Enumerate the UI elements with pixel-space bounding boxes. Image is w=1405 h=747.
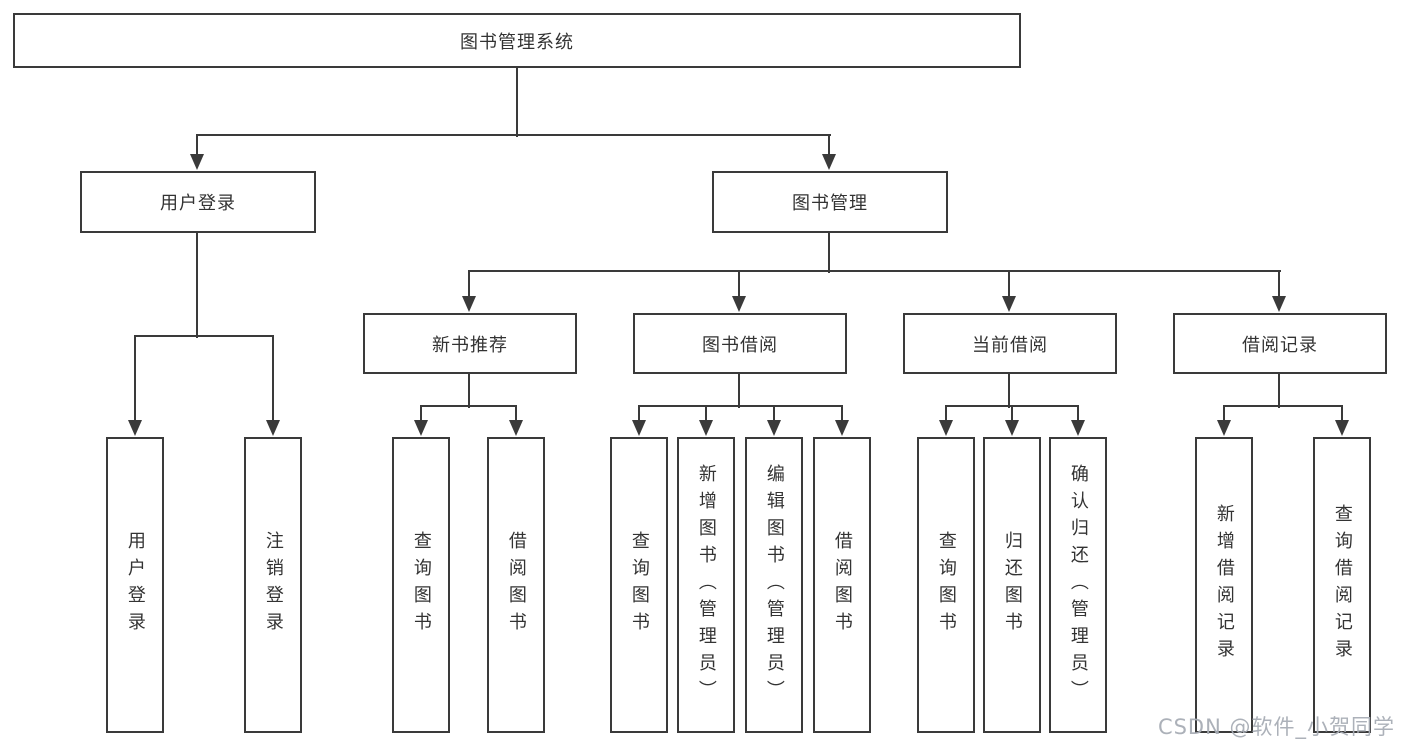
connector-rail-line [134, 335, 274, 337]
leaf-current-query: 查询图书 [917, 437, 975, 733]
node-book-management-label: 图书管理 [792, 193, 868, 214]
connector-stem-line [196, 233, 198, 338]
leaf-newbooks-query-label: 查询图书 [410, 531, 432, 639]
connector-drop-line [196, 134, 198, 155]
node-root-label: 图书管理系统 [460, 31, 574, 53]
arrowhead-down-icon [1272, 296, 1286, 312]
connector-drop-line [272, 335, 274, 421]
leaf-newbooks-query: 查询图书 [392, 437, 450, 733]
connector-drop-line [841, 405, 843, 421]
node-book-borrowing-label: 图书借阅 [702, 334, 778, 356]
arrowhead-down-icon [1335, 420, 1349, 436]
connector-drop-line [828, 134, 830, 155]
node-borrow-records-label: 借阅记录 [1242, 334, 1318, 356]
connector-drop-line [420, 405, 422, 421]
node-new-books-label: 新书推荐 [432, 334, 508, 356]
leaf-borrowing-add-admin: 新增图书（管理员） [677, 437, 735, 733]
leaf-current-return: 归还图书 [983, 437, 1041, 733]
connector-stem-line [468, 374, 470, 408]
leaf-borrowing-borrow: 借阅图书 [813, 437, 871, 733]
leaf-records-add: 新增借阅记录 [1195, 437, 1253, 733]
connector-drop-line [468, 270, 470, 297]
leaf-current-confirm-admin: 确认归还（管理员） [1049, 437, 1107, 733]
leaf-borrowing-edit-admin: 编辑图书（管理员） [745, 437, 803, 733]
connector-drop-line [1341, 405, 1343, 421]
connector-drop-line [515, 405, 517, 421]
connector-stem-line [738, 374, 740, 408]
connector-stem-line [1008, 374, 1010, 408]
leaf-records-query-label: 查询借阅记录 [1331, 504, 1353, 666]
node-user-login: 用户登录 [80, 171, 316, 233]
connector-drop-line [773, 405, 775, 421]
connector-drop-line [1278, 270, 1280, 297]
arrowhead-down-icon [1217, 420, 1231, 436]
node-user-login-label: 用户登录 [160, 193, 236, 214]
leaf-borrowing-borrow-label: 借阅图书 [831, 531, 853, 639]
node-new-books: 新书推荐 [363, 313, 577, 374]
arrowhead-down-icon [509, 420, 523, 436]
arrowhead-down-icon [462, 296, 476, 312]
leaf-user-logout: 注销登录 [244, 437, 302, 733]
connector-drop-line [738, 270, 740, 297]
arrowhead-down-icon [732, 296, 746, 312]
leaf-current-confirm-admin-label: 确认归还（管理员） [1067, 463, 1089, 707]
arrowhead-down-icon [835, 420, 849, 436]
leaf-newbooks-borrow-label: 借阅图书 [505, 531, 527, 639]
leaf-newbooks-borrow: 借阅图书 [487, 437, 545, 733]
arrowhead-down-icon [1005, 420, 1019, 436]
connector-rail-line [420, 405, 517, 407]
node-book-management: 图书管理 [712, 171, 948, 233]
leaf-user-login: 用户登录 [106, 437, 164, 733]
connector-drop-line [1008, 270, 1010, 297]
connector-stem-line [516, 68, 518, 137]
leaf-current-query-label: 查询图书 [935, 531, 957, 639]
arrowhead-down-icon [128, 420, 142, 436]
connector-rail-line [1223, 405, 1343, 407]
leaf-current-return-label: 归还图书 [1001, 531, 1023, 639]
arrowhead-down-icon [414, 420, 428, 436]
connector-stem-line [1278, 374, 1280, 408]
node-current-borrowing-label: 当前借阅 [972, 334, 1048, 356]
arrowhead-down-icon [266, 420, 280, 436]
node-current-borrowing: 当前借阅 [903, 313, 1117, 374]
connector-drop-line [1223, 405, 1225, 421]
leaf-borrowing-query-label: 查询图书 [628, 531, 650, 639]
arrowhead-down-icon [1071, 420, 1085, 436]
node-borrow-records: 借阅记录 [1173, 313, 1387, 374]
node-book-borrowing: 图书借阅 [633, 313, 847, 374]
leaf-records-add-label: 新增借阅记录 [1213, 504, 1235, 666]
connector-drop-line [705, 405, 707, 421]
connector-rail-line [196, 134, 831, 136]
connector-drop-line [945, 405, 947, 421]
connector-rail-line [638, 405, 843, 407]
leaf-records-query: 查询借阅记录 [1313, 437, 1371, 733]
leaf-user-login-label: 用户登录 [124, 531, 146, 639]
connector-drop-line [134, 335, 136, 421]
connector-rail-line [469, 270, 1281, 272]
leaf-borrowing-query: 查询图书 [610, 437, 668, 733]
leaf-borrowing-add-admin-label: 新增图书（管理员） [695, 463, 717, 707]
arrowhead-down-icon [190, 154, 204, 170]
connector-stem-line [828, 233, 830, 273]
arrowhead-down-icon [1002, 296, 1016, 312]
arrowhead-down-icon [699, 420, 713, 436]
arrowhead-down-icon [767, 420, 781, 436]
connector-drop-line [1077, 405, 1079, 421]
connector-drop-line [638, 405, 640, 421]
connector-drop-line [1011, 405, 1013, 421]
leaf-borrowing-edit-admin-label: 编辑图书（管理员） [763, 463, 785, 707]
arrowhead-down-icon [632, 420, 646, 436]
arrowhead-down-icon [939, 420, 953, 436]
arrowhead-down-icon [822, 154, 836, 170]
leaf-user-logout-label: 注销登录 [262, 531, 284, 639]
node-root: 图书管理系统 [13, 13, 1021, 68]
